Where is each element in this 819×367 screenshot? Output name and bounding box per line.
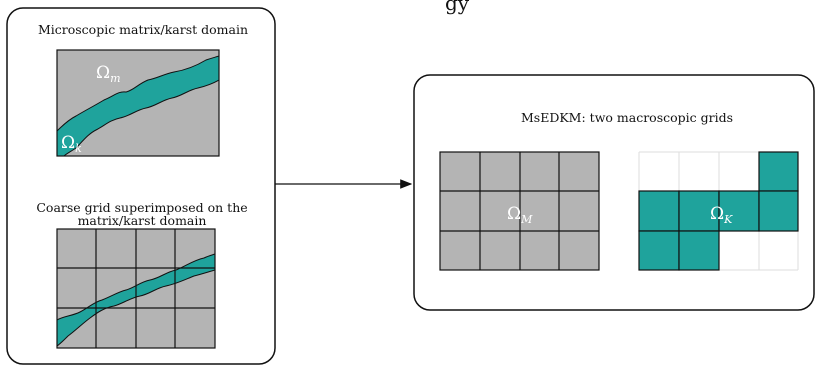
left-panel: Microscopic matrix/karst domain Ωm Ωk Co… — [6, 7, 276, 365]
right-panel: MsEDKM: two macroscopic grids ΩM — [413, 74, 815, 311]
matrix-macro-grid: ΩM — [439, 151, 600, 271]
coarse-grid-lines — [57, 229, 215, 348]
omega-m-symbol: Ωm — [96, 63, 121, 85]
coarse-grid-title-line2: matrix/karst domain — [78, 213, 207, 228]
omega-K-symbol: ΩK — [710, 204, 733, 226]
omega-k-symbol: Ωk — [61, 133, 82, 155]
macro-grids-title: MsEDKM: two macroscopic grids — [521, 110, 733, 125]
karst-grid-faint-lines — [638, 151, 799, 271]
karst-cell — [638, 190, 680, 232]
karst-cell — [758, 190, 799, 232]
micro-domain-title: Microscopic matrix/karst domain — [38, 22, 248, 37]
karst-macro-grid: ΩK — [638, 151, 799, 271]
karst-cell — [718, 190, 760, 232]
figure-title-fragment: gy — [445, 0, 470, 15]
karst-cell — [638, 230, 680, 271]
micro-domain-border — [56, 49, 220, 157]
karst-cell — [678, 230, 720, 271]
karst-cell — [678, 190, 720, 232]
karst-cell — [758, 151, 799, 192]
omega-M-symbol: ΩM — [507, 204, 533, 226]
coarse-grid-domain — [56, 228, 216, 349]
coarse-grid-title-line1: Coarse grid superimposed on the — [36, 200, 247, 215]
micro-domain: Ωm Ωk — [56, 49, 220, 157]
coarse-domain-border — [56, 228, 216, 349]
